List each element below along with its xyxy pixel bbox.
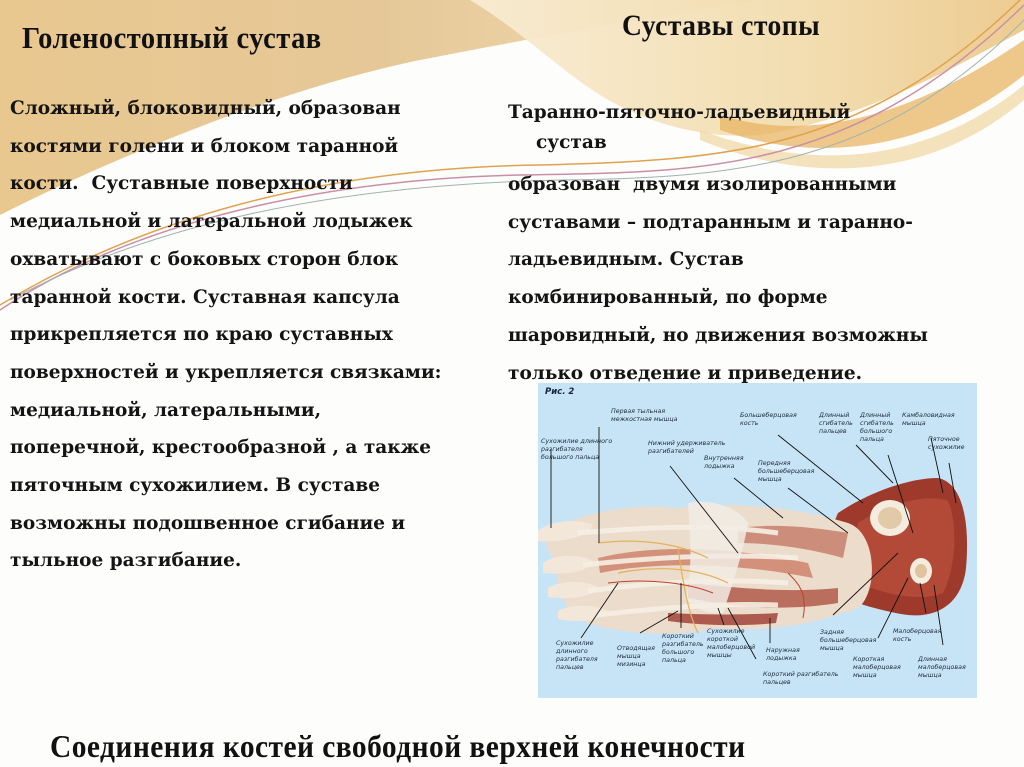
slide-title-foot-joints: Суставы стопы <box>622 9 821 42</box>
figure-label: Задняя большеберцовая мышца <box>820 629 877 652</box>
text-line: кости. Суставные поверхности <box>10 173 353 195</box>
text-line: шаровидный, но движения возможны <box>508 324 928 346</box>
slide-title-ankle-joint: Голеностопный сустав <box>22 20 322 55</box>
figure-label: Короткий разгибатель большого пальца <box>662 633 704 664</box>
figure-label: Пяточное сухожилие <box>928 436 965 451</box>
subtalar-joint-description: Таранно-пяточно-ладьевидный сустав образ… <box>508 98 928 392</box>
figure-label: Малоберцовая кость <box>893 628 942 643</box>
figure-label: Длинная малоберцовая мышца <box>918 656 966 679</box>
text-line: таранной кости. Суставная капсула <box>10 286 400 308</box>
text-line: ладьевидным. Сустав <box>508 249 744 271</box>
foot-anatomy-figure: Рис. 2 Сухожилие длинного разгибателя бо… <box>538 383 977 698</box>
text-line: поверхностей и укрепляется связками: <box>10 361 442 383</box>
figure-label: Короткая малоберцовая мышца <box>853 656 901 679</box>
text-line: комбинированный, по форме <box>508 287 828 309</box>
figure-label: Сухожилие длинного разгибателя большого … <box>541 438 613 461</box>
text-line: тыльное разгибание. <box>10 550 242 572</box>
figure-label: Большеберцовая кость <box>740 412 797 427</box>
text-line: медиальной и латеральной лодыжек <box>10 211 413 233</box>
text-line: поперечной, крестообразной , а также <box>10 437 432 459</box>
figure-label: Наружная лодыжка <box>766 647 800 662</box>
text-line: суставами – подтаранным и таранно- <box>508 211 913 233</box>
header-swoosh-decoration <box>0 0 1024 311</box>
figure-label: Короткий разгибатель пальцев <box>763 671 839 686</box>
text-line: возможны подошвенное сгибание и <box>10 512 406 534</box>
figure-label: Нижний удерживатель разгибателей <box>648 440 726 455</box>
text-line: прикрепляется по краю суставных <box>10 324 393 346</box>
text-line: охватывают с боковых сторон блок <box>10 248 399 270</box>
text-line: медиальной, латеральными, <box>10 399 322 421</box>
text-line: костями голени и блоком таранной <box>10 135 399 157</box>
figure-label: Длинный сгибатель большого пальца <box>860 412 894 443</box>
ankle-joint-description: Сложный, блоковидный, образован костями … <box>10 90 442 580</box>
figure-label: Сухожилие короткой малоберцовой мышцы <box>707 628 756 659</box>
figure-label: Передняя большеберцовая мышца <box>758 460 815 483</box>
figure-label: Длинный сгибатель пальцев <box>819 412 853 435</box>
joint-heading-line2: сустав <box>536 132 607 153</box>
figure-label: Первая тыльная межкостная мышца <box>611 408 678 423</box>
figure-label: Камбаловидная мышца <box>902 412 955 427</box>
text-line: Сложный, блоковидный, образован <box>10 98 401 119</box>
figure-label: Внутренняя лодыжка <box>704 455 744 470</box>
foot-illustration <box>538 427 968 660</box>
figure-label: Отводящая мышца мизинца <box>617 645 655 668</box>
text-line: образован двумя изолированными <box>508 174 897 195</box>
figure-label: Сухожилие длинного разгибателя пальцев <box>556 640 598 671</box>
slide-footer-title: Соединения костей свободной верхней коне… <box>50 728 746 764</box>
text-line: пяточным сухожилием. В суставе <box>10 475 381 497</box>
figure-caption: Рис. 2 <box>545 387 575 397</box>
text-line: только отведение и приведение. <box>508 362 863 384</box>
joint-heading-line1: Таранно-пяточно-ладьевидный <box>508 102 851 123</box>
